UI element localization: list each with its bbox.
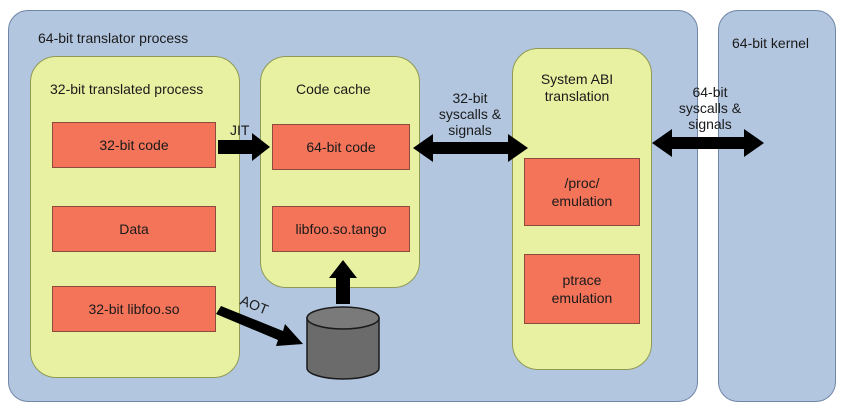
- syscalls-32bit-arrow: [413, 134, 528, 162]
- aot-arrow: [216, 306, 303, 346]
- code-64bit-box: 64-bit code: [272, 124, 410, 170]
- syscalls-64bit-label: 64-bit syscalls & signals: [678, 84, 742, 132]
- kernel-panel: [718, 10, 836, 402]
- translated-process-title: 32-bit translated process: [50, 81, 204, 97]
- ptrace-emulation-box: ptrace emulation: [524, 254, 640, 324]
- data-box: Data: [52, 206, 216, 252]
- libfoo-32bit-box: 32-bit libfoo.so: [52, 286, 216, 332]
- syscalls-32bit-label: 32-bit syscalls & signals: [438, 90, 502, 138]
- translator-process-title: 64-bit translator process: [38, 30, 189, 46]
- syscalls-64bit-arrow: [652, 129, 764, 157]
- libfoo-tango-box: libfoo.so.tango: [272, 206, 410, 252]
- jit-arrow: [218, 133, 270, 161]
- kernel-title: 64-bit kernel: [732, 35, 810, 51]
- storage-to-cache-arrow: [329, 260, 357, 304]
- proc-emulation-box: /proc/ emulation: [524, 158, 640, 226]
- code-cache-title: Code cache: [296, 81, 371, 97]
- jit-label: JIT: [230, 122, 250, 138]
- storage-cylinder-icon: [306, 306, 380, 380]
- abi-translation-title: System ABI translation: [540, 71, 614, 104]
- code-32bit-box: 32-bit code: [52, 122, 216, 168]
